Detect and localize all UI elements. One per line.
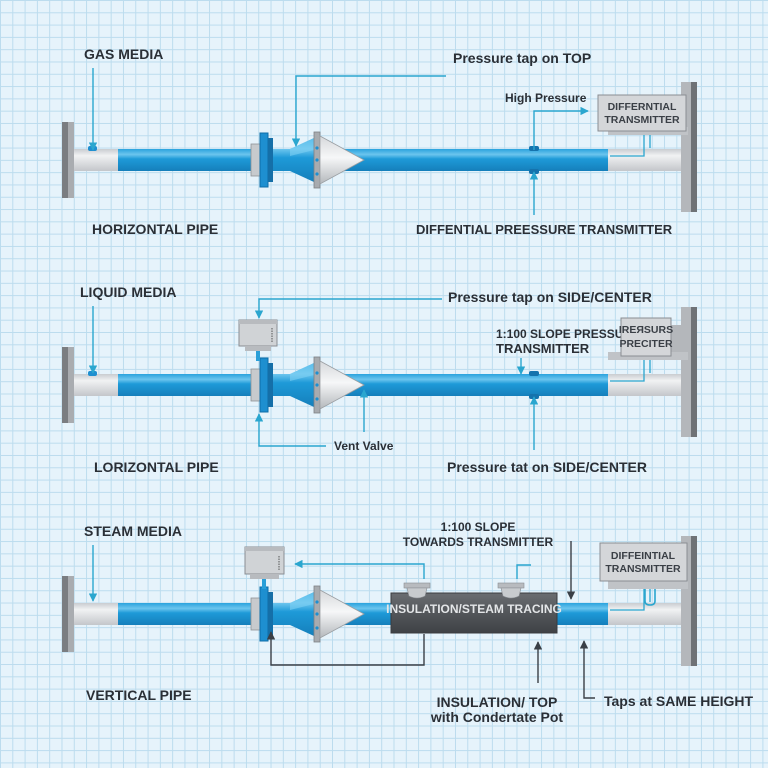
section-gas: GAS MEDIA HORIZONTAL PIPE Pressure tap o… xyxy=(62,46,697,237)
section-liquid: LIQUID MEDIA LORIZONTAL PIPE Pressure ta… xyxy=(62,284,697,475)
flange-bolt xyxy=(315,158,319,162)
v-cone-element xyxy=(319,135,365,185)
transmitter-label-line2: TRANSMITTER xyxy=(604,114,680,126)
callout-slope-line2: TRANSMITTER xyxy=(496,341,590,356)
leader-tap-side xyxy=(254,298,442,319)
venturi-highlight xyxy=(290,592,314,610)
leader-same-height xyxy=(579,640,595,699)
media-label-steam: STEAM MEDIA xyxy=(84,523,182,539)
outlet-spool xyxy=(608,603,684,625)
pipe-label-steam: VERTICAL PIPE xyxy=(86,687,192,703)
inlet-flange-face xyxy=(68,347,74,423)
flange-bolt xyxy=(315,146,319,150)
leader-steam-impulse xyxy=(294,559,425,579)
transmitter-mount xyxy=(608,581,688,589)
flange-bolt xyxy=(315,612,319,616)
upstream-flange-plate xyxy=(250,368,261,402)
vent-valve-label: Vent Valve xyxy=(334,439,394,453)
flange-bolt xyxy=(315,626,319,630)
outlet-spool xyxy=(608,374,684,396)
v-cone-element xyxy=(319,360,365,410)
venturi-highlight xyxy=(290,363,314,381)
insulation-label: INSULATION/STEAM TRACING xyxy=(386,602,562,616)
upstream-flange xyxy=(259,132,269,188)
transmitter-label-line1: DIFFEINTIAL xyxy=(611,550,676,562)
flange-bolt xyxy=(315,383,319,387)
condensate-pot xyxy=(500,587,522,599)
condensate-box[interactable] xyxy=(244,546,285,589)
transmitter-gas[interactable]: DIFFERNTIAL TRANSMITTER xyxy=(597,94,687,132)
upstream-flange xyxy=(259,586,269,642)
callout-tap-top: Pressure tap on TOP xyxy=(453,50,591,66)
condensate-pot-cap xyxy=(403,582,431,589)
upstream-flange xyxy=(259,357,269,413)
condensate-pot xyxy=(406,587,428,599)
flange-bolt xyxy=(315,600,319,604)
inlet-spool xyxy=(74,374,118,396)
outlet-tee-edge xyxy=(691,536,697,666)
pipe-assembly-steam: INSULATION/STEAM TRACING xyxy=(62,536,697,666)
outlet-tee-body xyxy=(681,82,691,212)
impulse-u-bend xyxy=(644,589,656,606)
upstream-flange-back xyxy=(268,363,273,407)
upstream-flange-plate xyxy=(250,597,261,631)
inlet-spool xyxy=(74,603,118,625)
callout-steam-slope-line1: 1:100 SLOPE xyxy=(441,520,516,534)
callout-tap-side: Pressure tap on SIDE/CENTER xyxy=(448,289,652,305)
impulse-line-hp xyxy=(610,135,645,157)
leader-tap-top xyxy=(291,75,446,147)
transmitter-label-line2: TRANSMITTER xyxy=(605,563,681,575)
upstream-flange-plate xyxy=(250,143,261,177)
flange-bolt xyxy=(315,371,319,375)
outlet-tee-edge xyxy=(691,307,697,437)
insulation-jacket xyxy=(390,592,558,634)
hp-tap xyxy=(529,371,539,376)
transmitter-label-line1: IREЯSURS xyxy=(619,324,673,336)
impulse-line-hp xyxy=(610,360,645,382)
upstream-flange-back xyxy=(268,592,273,636)
flange-bolt xyxy=(315,172,319,176)
v-cone-element xyxy=(319,589,365,639)
impulse-line-hp xyxy=(610,589,645,611)
outlet-tee-edge xyxy=(691,82,697,212)
callout-tap-side-bottom: Pressure tat on SIDE/CENTER xyxy=(447,459,647,475)
media-label-gas: GAS MEDIA xyxy=(84,46,163,62)
upstream-flange-back xyxy=(268,138,273,182)
pipe-label-gas: HORIZONTAL PIPE xyxy=(92,221,218,237)
callout-steam-slope-line2: TOWARDS TRANSMITTER xyxy=(403,535,554,549)
vent-valve-box[interactable] xyxy=(238,319,278,361)
section-steam: INSULATION/STEAM TRACING STEAM MEDIA VER… xyxy=(62,520,754,725)
outlet-tee-body xyxy=(681,307,691,437)
transmitter-liquid[interactable]: IREЯSURS PRECITER xyxy=(619,317,673,357)
callout-insulation-top-line2: with Condertate Pot xyxy=(430,709,564,725)
callout-same-height: Taps at SAME HEIGHT xyxy=(604,693,754,709)
transmitter-steam[interactable]: DIFFEINTIAL TRANSMITTER xyxy=(599,542,688,582)
transmitter-label-line1: DIFFERNTIAL xyxy=(608,101,677,113)
transmitter-label-line2: PRECITER xyxy=(619,338,673,350)
outlet-tee-body xyxy=(681,536,691,666)
inlet-spool xyxy=(74,149,118,171)
leader-steam-impulse-2 xyxy=(516,564,531,579)
callout-slope-line1: 1:100 SLOPE PRESSURE xyxy=(496,327,640,341)
inlet-flange-face xyxy=(68,122,74,198)
pipe-label-liquid: LORIZONTAL PIPE xyxy=(94,459,219,475)
leader-high-pressure xyxy=(533,106,589,150)
media-label-liquid: LIQUID MEDIA xyxy=(80,284,176,300)
callout-high-pressure: High Pressure xyxy=(505,91,587,105)
leader-vent-valve-flange xyxy=(254,413,326,447)
condensate-pot-cap xyxy=(497,582,525,589)
flange-bolt xyxy=(315,397,319,401)
leader-steam-return xyxy=(266,631,425,666)
venturi-highlight xyxy=(290,138,314,156)
inlet-flange-face xyxy=(68,576,74,652)
callout-insulation-top-line1: INSULATION/ TOP xyxy=(437,694,558,710)
outlet-spool xyxy=(608,149,684,171)
callout-dp-transmitter: DIFFENTIAL PREESSURE TRANSMITTER xyxy=(416,222,673,237)
